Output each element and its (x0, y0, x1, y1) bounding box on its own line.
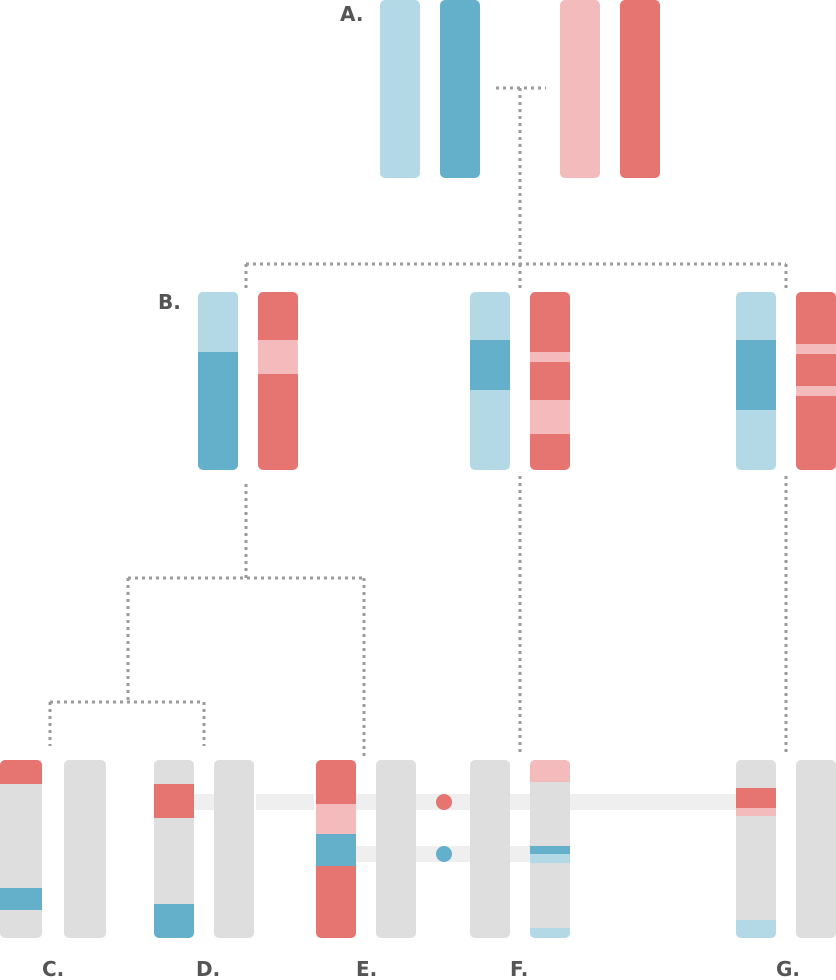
label-a: A. (340, 2, 363, 26)
band-upper-f (510, 794, 530, 810)
connector-lines (48, 86, 788, 756)
band-upper-e (356, 794, 376, 810)
chromosome-f-right (530, 760, 570, 938)
generation-b (198, 292, 836, 470)
label-g: G. (776, 957, 800, 980)
connector-a-b (244, 86, 788, 288)
chromosome-f-left (470, 760, 510, 938)
chromosome-b1-right (258, 292, 298, 470)
chromosome-a-light-blue (380, 0, 420, 178)
chromosome-b3-right (796, 292, 836, 470)
band-upper-de (256, 794, 314, 810)
generation-c-g (0, 760, 836, 938)
chromosome-a-blue (440, 0, 480, 178)
connector-b1-cde (48, 484, 366, 756)
band-lower-e (356, 846, 376, 862)
band-upper-d (194, 794, 214, 810)
chromosome-b2-right (530, 292, 570, 470)
chromosome-e-right (376, 760, 416, 938)
chromosome-c-right (64, 760, 106, 938)
generation-a (380, 0, 660, 178)
chromosome-b3-left (736, 292, 776, 470)
band-lower-f (510, 846, 530, 862)
label-c: C. (42, 957, 64, 980)
band-upper-fg (570, 794, 736, 810)
chromosome-d-left (154, 760, 194, 938)
label-d: D. (196, 957, 220, 980)
generation-labels: A. B. C. D. E. F. G. (42, 2, 800, 980)
chromosome-b1-left (198, 292, 238, 470)
chromosome-c-left (0, 760, 42, 938)
chromosome-g-right (796, 760, 836, 938)
chromosome-d-right (214, 760, 254, 938)
label-e: E. (356, 957, 377, 980)
chromosome-e-left (316, 760, 356, 938)
red-marker-dot (436, 794, 452, 810)
label-f: F. (510, 957, 528, 980)
chromosome-a-red (620, 0, 660, 178)
blue-marker-dot (436, 846, 452, 862)
chromosome-g-left (736, 760, 776, 938)
label-b: B. (158, 290, 181, 314)
chromosome-b2-left (470, 292, 510, 470)
chromosome-a-light-red (560, 0, 600, 178)
